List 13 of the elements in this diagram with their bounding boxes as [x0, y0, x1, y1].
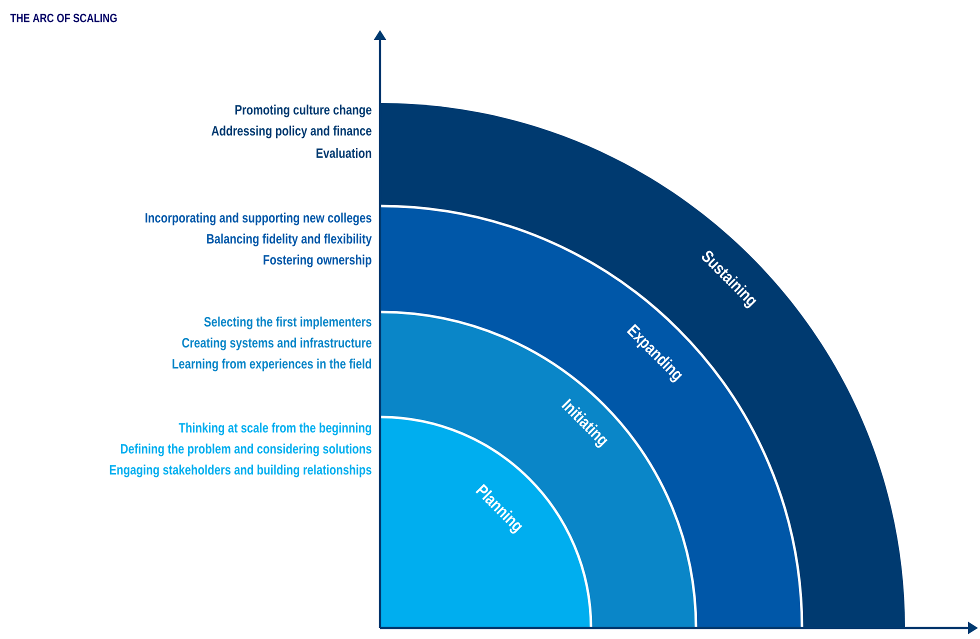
stage-list-item: Thinking at scale from the beginning — [178, 422, 372, 436]
stage-list-item: Balancing fidelity and flexibility — [207, 234, 372, 246]
stage-list-item: Creating systems and infrastructure — [182, 338, 372, 350]
stage-list-item: Defining the problem and considering solutions — [121, 444, 372, 456]
title: THE ARC OF SCALING — [10, 14, 117, 22]
stage-list-item: Promoting culture change — [235, 104, 372, 118]
stage-list-item: Addressing policy and finance — [212, 126, 372, 138]
stage-list-item: Selecting the first implementers — [204, 316, 372, 330]
stage-list-item: Engaging stakeholders and building relationships — [110, 464, 372, 478]
stage-list-item: Fostering ownership — [264, 254, 372, 268]
stage-list-item: Incorporating and supporting new colleges — [146, 212, 372, 226]
stage-list-item: Evaluation — [316, 148, 372, 158]
stage-list-item: Learning from experiences in the field — [172, 358, 372, 372]
